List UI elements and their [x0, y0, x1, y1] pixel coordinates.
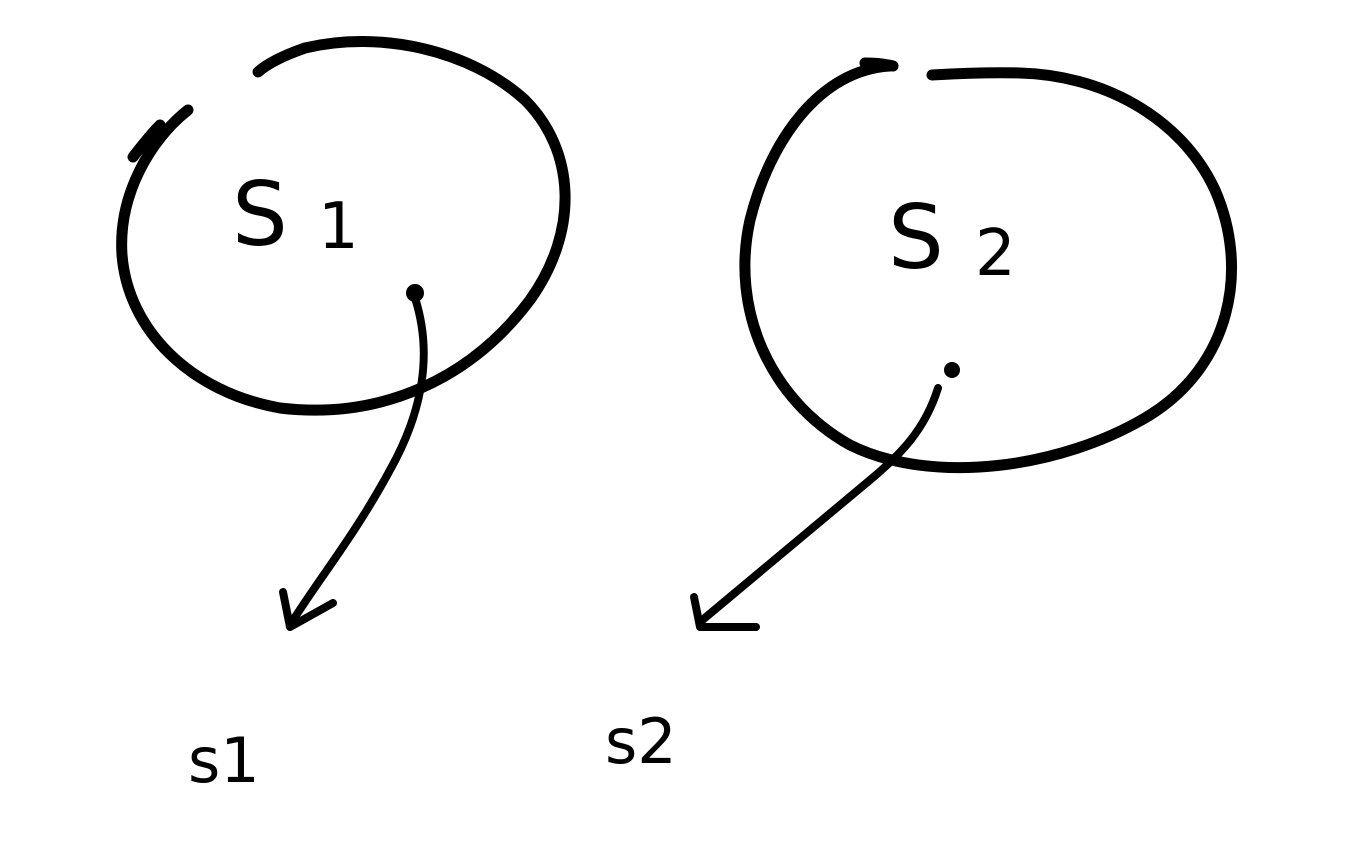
arrow-s1-head: [279, 588, 337, 631]
arrow-s1-shaft: [286, 294, 428, 629]
set-s2-label: S: [888, 186, 944, 289]
set-s1-circle: [116, 36, 571, 416]
element-s1-label: s1: [188, 724, 260, 797]
element-s2-label: s2: [605, 705, 677, 778]
set-s1-label: S: [232, 163, 288, 266]
set-s2-circle: [739, 60, 1237, 474]
set-s1-circle-tick: [127, 119, 166, 163]
set-s2-circle-tick: [859, 57, 899, 72]
arrow-s2-head: [690, 593, 760, 631]
set-s1-subscript: 1: [318, 190, 359, 264]
set-s2-subscript: 2: [975, 217, 1016, 291]
point-s1-dot: [406, 284, 424, 302]
point-s2-dot: [944, 362, 960, 378]
arrow-s2-shaft: [696, 384, 942, 626]
